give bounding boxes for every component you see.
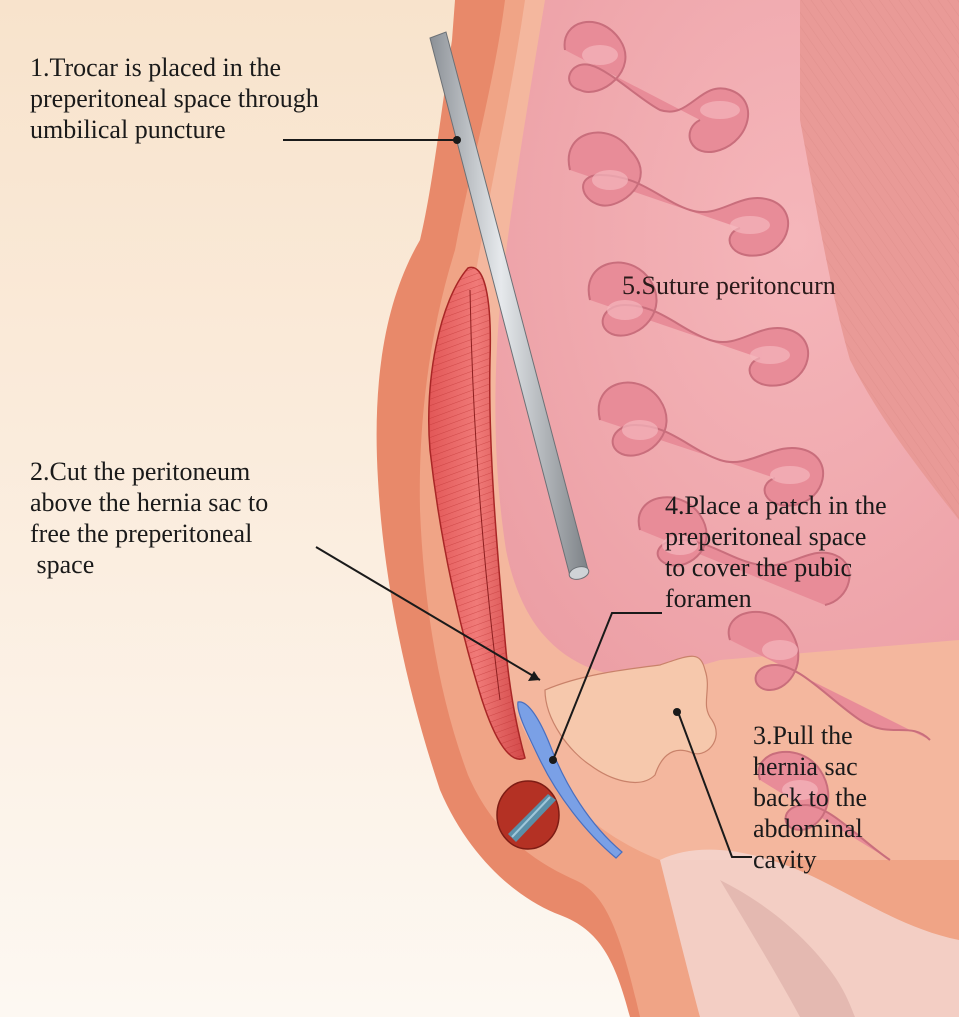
spermatic-cord-icon xyxy=(497,781,559,849)
pointer-step3-dot xyxy=(673,708,681,716)
label-step4: 4.Place a patch in the preperitoneal spa… xyxy=(665,490,887,614)
label-step3: 3.Pull the hernia sac back to the abdomi… xyxy=(753,720,867,875)
pointer-step1-dot xyxy=(453,136,461,144)
label-step1: 1.Trocar is placed in the preperitoneal … xyxy=(30,52,319,145)
pointer-step4-dot xyxy=(549,756,557,764)
label-step5: 5.Suture peritoncurn xyxy=(622,270,836,301)
label-step2: 2.Cut the peritoneum above the hernia sa… xyxy=(30,456,268,580)
